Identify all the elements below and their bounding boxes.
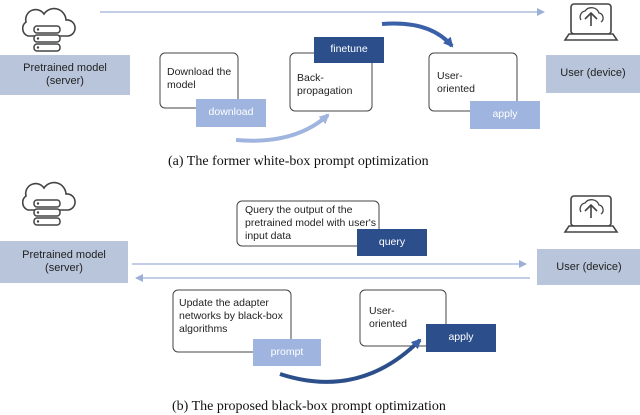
server-label-bottom: Pretrained model (server)	[22, 249, 106, 274]
prompt-tag: prompt	[270, 346, 304, 358]
query-tag-bg	[357, 229, 427, 256]
server-panel-bottom	[0, 241, 128, 283]
user-oriented-text-top: User-oriented	[437, 70, 475, 95]
user-oriented-box-bottom	[359, 289, 447, 347]
device-label-bottom: User (device)	[556, 261, 622, 273]
server-panel-top	[0, 55, 130, 95]
device-panel-top	[546, 55, 640, 93]
download-tag: download	[208, 106, 254, 118]
finetune-arrow	[381, 21, 454, 48]
user-oriented-text-bottom: User-oriented	[369, 305, 407, 330]
update-box-text: Update the adapter networks by black-box…	[179, 297, 283, 335]
query-tag: query	[378, 236, 406, 248]
device-panel-bottom	[537, 249, 640, 285]
apply-tag-bottom: apply	[448, 331, 474, 343]
download-box-text: Download the model	[167, 66, 232, 91]
cloud-server-icon	[21, 181, 76, 226]
download-arrow	[235, 113, 330, 143]
laptop-upload-icon	[563, 195, 619, 233]
prompt-apply-arrow	[279, 338, 422, 384]
prompt-tag-bg	[253, 339, 321, 366]
apply-tag-bg-top	[470, 101, 540, 129]
download-tag-bg	[196, 99, 266, 127]
cloud-server-icon	[21, 7, 76, 52]
server-label-top: Pretrained model (server)	[23, 62, 107, 87]
device-label-top: User (device)	[560, 67, 626, 79]
update-box	[172, 289, 292, 353]
apply-tag-bg-bottom	[426, 324, 496, 352]
finetune-tag: finetune	[330, 43, 368, 55]
finetune-tag-bg	[314, 37, 384, 63]
caption-bottom: (b) The proposed black-box prompt optimi…	[172, 399, 446, 414]
apply-tag-top: apply	[492, 108, 518, 120]
laptop-upload-icon	[563, 3, 619, 41]
query-box-text: Query the output of the pretrained model…	[245, 204, 376, 242]
caption-top: (a) The former white-box prompt optimiza…	[168, 154, 429, 169]
backprop-box-text: Back-propagation	[297, 72, 353, 97]
query-box	[236, 200, 380, 247]
